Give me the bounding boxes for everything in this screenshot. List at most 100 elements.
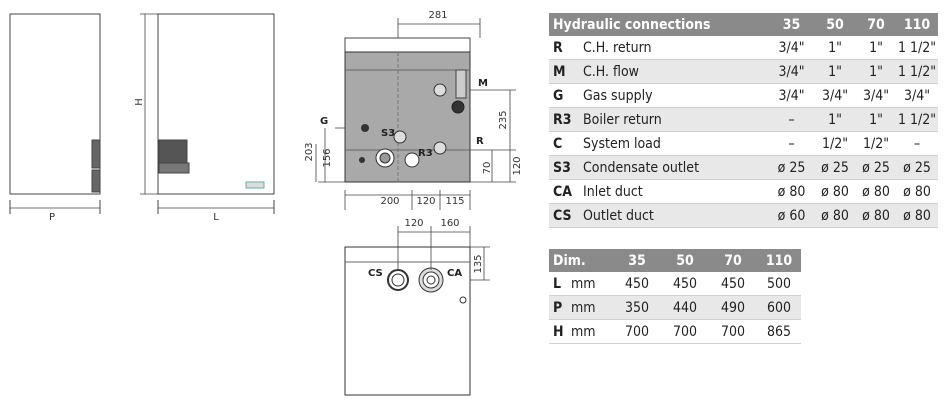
connection-size: 3/4" xyxy=(903,87,931,104)
connection-size: 1" xyxy=(869,111,883,128)
hydraulic-col-header: 35 xyxy=(769,13,814,36)
top-dim-2: 160 xyxy=(440,218,459,229)
dimension-unit: mm xyxy=(571,323,596,340)
connection-size: 1/2" xyxy=(821,135,849,152)
connection-size: ø 80 xyxy=(821,183,849,200)
connection-size: 3/4" xyxy=(821,87,849,104)
connection-name: C.H. return xyxy=(583,39,652,56)
connection-size: ø 80 xyxy=(862,183,890,200)
dimension-value: 450 xyxy=(672,275,698,292)
hydraulic-header-row: Hydraulic connections 35 50 70 110 xyxy=(549,13,938,36)
dimension-value: 450 xyxy=(624,275,650,292)
rear-right-dim-bottom: 120 xyxy=(512,156,523,175)
connection-size: 3/4" xyxy=(778,39,805,56)
connection-size: 1" xyxy=(828,39,842,56)
label-r3: R3 xyxy=(418,148,433,159)
connection-size: ø 60 xyxy=(777,207,806,224)
top-view xyxy=(344,246,471,396)
dimension-col-header: 110 xyxy=(757,249,801,272)
rear-left-dim-inner: 156 xyxy=(322,148,333,167)
connection-name: Condensate outlet xyxy=(583,159,699,176)
side-view xyxy=(157,13,275,214)
connection-size: – xyxy=(788,135,795,152)
label-g: G xyxy=(320,116,328,127)
connection-size: ø 25 xyxy=(777,159,806,176)
dimension-value: 350 xyxy=(624,299,650,316)
rear-right-dim-low: 70 xyxy=(482,162,493,175)
hydraulic-table-title: Hydraulic connections xyxy=(549,13,769,36)
front-width-label: P xyxy=(49,212,55,223)
dimension-code: L xyxy=(553,275,562,292)
connection-name: Outlet duct xyxy=(583,207,654,224)
dimension-value: 700 xyxy=(672,323,698,340)
top-dim-1: 120 xyxy=(404,218,423,229)
side-width-label: L xyxy=(213,212,219,223)
dimension-value: 700 xyxy=(720,323,746,340)
connection-size: 1 1/2" xyxy=(897,39,937,56)
label-s3: S3 xyxy=(381,128,395,139)
connection-size: ø 25 xyxy=(862,159,890,176)
connection-size: – xyxy=(913,135,921,152)
connection-size: 1" xyxy=(828,63,842,80)
connection-name: System load xyxy=(583,135,661,152)
label-ca: CA xyxy=(447,268,462,279)
dimension-value: 500 xyxy=(766,275,792,292)
connection-size: ø 25 xyxy=(903,159,931,176)
label-r: R xyxy=(476,136,484,147)
connection-size: 1/2" xyxy=(862,135,890,152)
label-cs: CS xyxy=(368,268,383,279)
connection-size: 3/4" xyxy=(778,87,805,104)
connection-name: Gas supply xyxy=(583,87,653,104)
hydraulic-col-header: 50 xyxy=(814,13,856,36)
dimension-value: 700 xyxy=(624,323,650,340)
connection-code: R3 xyxy=(553,111,572,128)
dimension-value: 490 xyxy=(720,299,746,316)
connection-size: 3/4" xyxy=(778,63,805,80)
dimension-code: P xyxy=(553,299,563,316)
hydraulic-col-header: 70 xyxy=(856,13,896,36)
top-dimension-lines xyxy=(397,226,490,281)
hydraulic-col-header: 110 xyxy=(896,13,938,36)
connection-size: ø 80 xyxy=(862,207,890,224)
rear-left-dim-outer: 203 xyxy=(304,142,315,161)
connection-size: ø 80 xyxy=(903,207,931,224)
connection-size: 1" xyxy=(869,39,883,56)
rear-right-dim-top: 235 xyxy=(498,110,509,129)
connection-size: ø 80 xyxy=(777,183,806,200)
dimension-value: 450 xyxy=(720,275,746,292)
connection-code: G xyxy=(553,87,564,104)
height-dimension xyxy=(140,13,158,195)
front-view xyxy=(9,13,101,214)
rear-view xyxy=(344,37,471,183)
rear-bottom-dim-3: 115 xyxy=(445,196,464,207)
dimension-table-title: Dim. xyxy=(549,249,613,272)
hydraulic-row: C System load – 1/2" 1/2" – xyxy=(549,131,938,156)
connection-size: 1" xyxy=(869,63,883,80)
connection-code: M xyxy=(553,63,566,80)
connection-size: 1 1/2" xyxy=(897,63,937,80)
connection-code: S3 xyxy=(553,159,571,176)
rear-top-dim: 281 xyxy=(428,10,447,21)
rear-bottom-dim-2: 120 xyxy=(416,196,435,207)
dimension-value: 865 xyxy=(766,323,792,340)
connection-size: ø 80 xyxy=(903,183,931,200)
connection-name: Inlet duct xyxy=(583,183,643,200)
top-right-dim: 135 xyxy=(473,254,484,273)
rear-dimension-lines xyxy=(315,18,516,210)
dimension-code: H xyxy=(553,323,564,340)
connection-size: 1" xyxy=(828,111,842,128)
label-m: M xyxy=(478,78,488,89)
connection-code: CS xyxy=(553,207,572,224)
dimension-col-header: 70 xyxy=(709,249,757,272)
connection-code: C xyxy=(553,135,563,152)
connection-size: – xyxy=(788,111,795,128)
